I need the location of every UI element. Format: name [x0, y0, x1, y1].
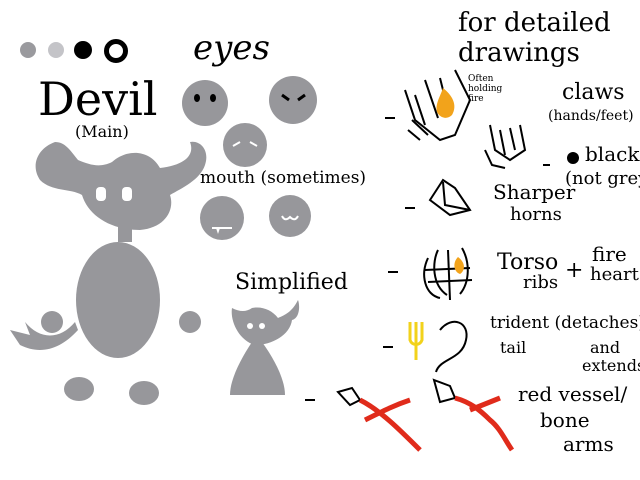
mouth-example-1 — [200, 196, 244, 240]
claws-sketch — [404, 69, 527, 169]
simplified-label: Simplified — [235, 270, 348, 295]
torso-plus: + — [565, 258, 584, 283]
black-sublabel: (not grey) — [565, 168, 640, 189]
torso-fire-heart — [454, 257, 464, 274]
red-vessel-line3: arms — [563, 432, 614, 456]
simplified-figure — [230, 300, 300, 395]
fire-heart-line2: heart — [590, 264, 639, 285]
claws-sublabel: (hands/feet) — [548, 108, 634, 124]
devil-main-subtitle: (Main) — [75, 122, 129, 141]
devil-left-foot — [64, 377, 94, 401]
claws-label: claws — [562, 80, 625, 105]
devil-neck — [118, 222, 132, 242]
mouth-label: mouth (sometimes) — [200, 168, 367, 188]
devil-left-eye — [96, 187, 106, 201]
often-holding-fire-note: Often holding fire — [468, 74, 508, 104]
black-dot — [567, 152, 579, 164]
swatch-grey — [20, 42, 36, 58]
trident-line4: extends) — [582, 356, 640, 375]
red-vessel-line2: bone — [540, 408, 590, 432]
eyes-example-1 — [182, 80, 228, 126]
swatch-black — [74, 41, 92, 59]
leader-dashes — [305, 117, 550, 401]
eyes-examples — [182, 76, 317, 167]
torso-label-line2: ribs — [523, 272, 559, 293]
devil-tail — [10, 322, 78, 350]
trident-line3: and — [590, 338, 621, 357]
sharper-horns-line1: Sharper — [493, 180, 576, 204]
swatch-light-grey — [48, 42, 64, 58]
devil-head — [35, 141, 207, 230]
trident-sketch — [408, 320, 468, 373]
trident-line2: tail — [500, 338, 527, 357]
eyes-example-2 — [269, 76, 317, 124]
devil-right-foot — [129, 381, 159, 405]
detailed-title-line1: for detailed — [458, 8, 611, 38]
devil-main-figure — [10, 141, 207, 405]
fire-heart-line1: fire — [592, 242, 627, 266]
red-vessel-line1: red vessel/ — [518, 382, 628, 406]
sharper-horns-line2: horns — [510, 204, 562, 225]
trident-line1: trident (detaches) — [490, 313, 640, 333]
claws-fire — [436, 88, 455, 118]
devil-right-eye — [122, 187, 132, 201]
mouth-examples — [200, 195, 311, 240]
devil-title: Devil — [38, 72, 158, 126]
eyes-label: eyes — [193, 28, 270, 68]
often-holding-fire-text: Often holding fire — [468, 74, 503, 104]
torso-sketch — [423, 247, 473, 301]
devil-body — [76, 242, 160, 358]
devil-left-hand — [41, 311, 63, 333]
eyes-example-3 — [223, 123, 267, 167]
torso-label-line1: Torso — [497, 250, 559, 275]
detailed-title-line2: drawings — [458, 38, 580, 68]
black-label: black — [585, 142, 640, 166]
red-arms-sketch — [336, 378, 515, 452]
swatch-white — [104, 39, 128, 63]
horns-sketch — [428, 178, 472, 217]
devil-right-hand — [179, 311, 201, 333]
